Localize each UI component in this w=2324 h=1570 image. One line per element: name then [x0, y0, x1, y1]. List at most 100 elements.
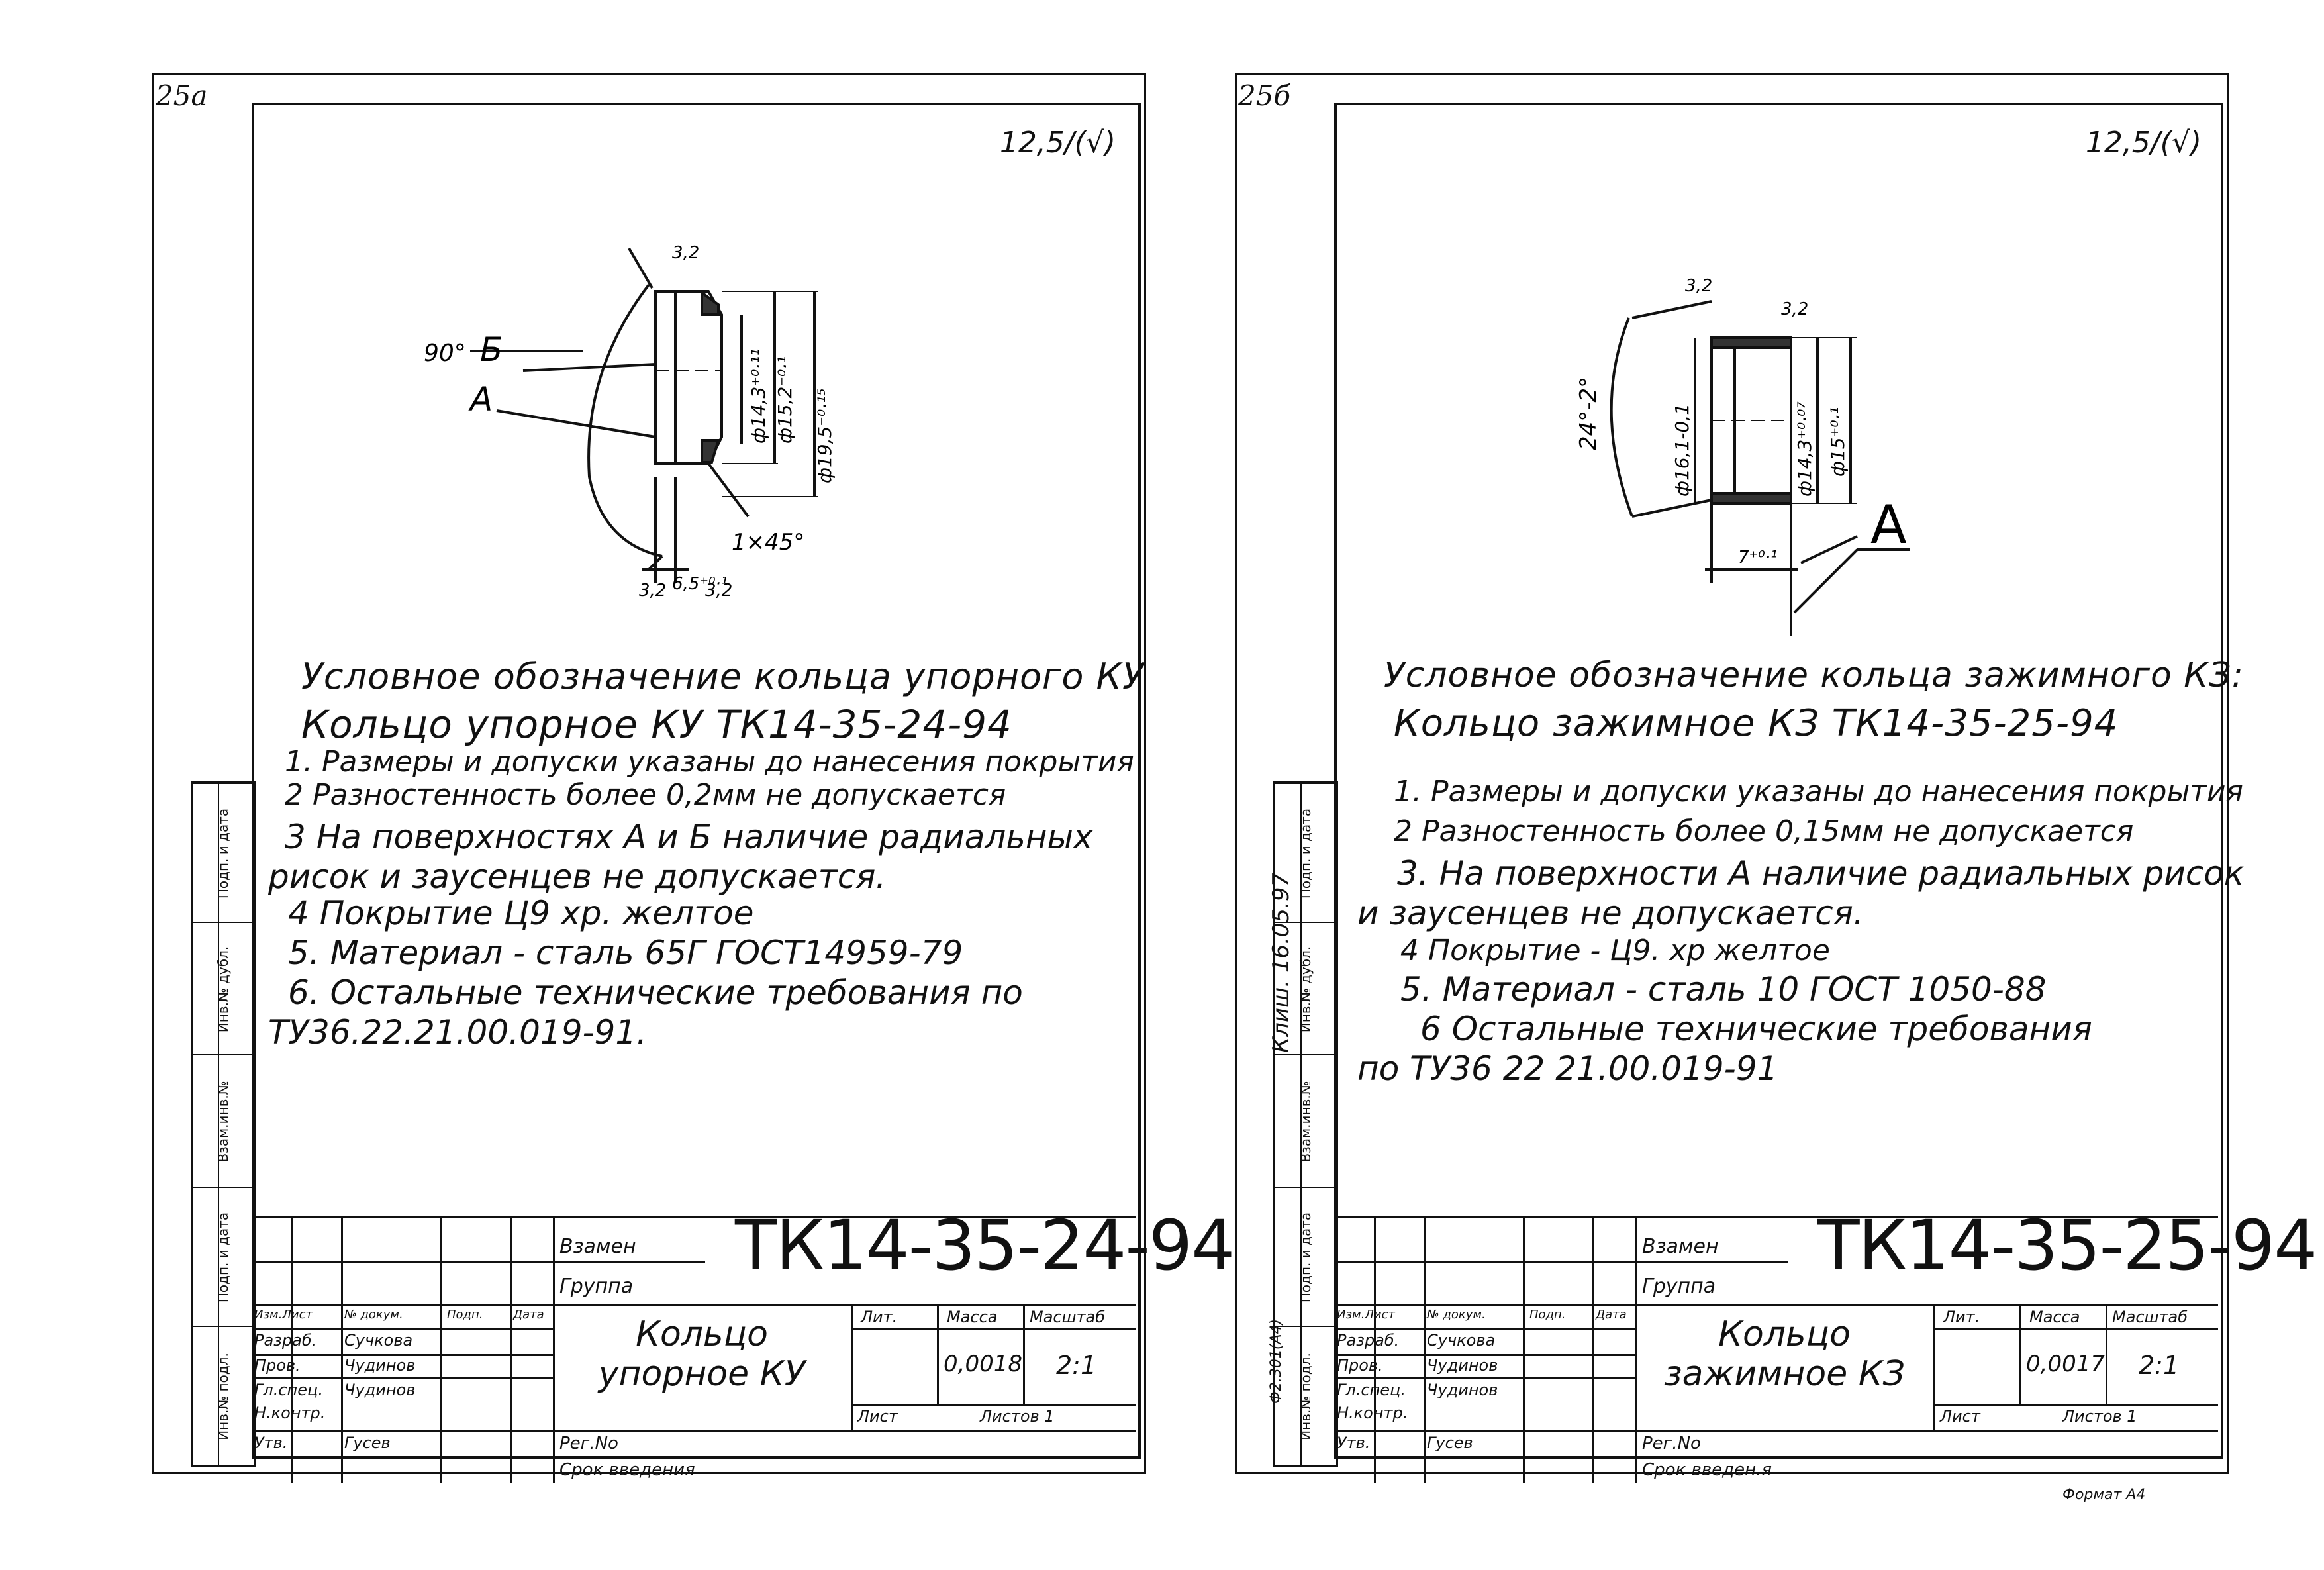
stamp-role-2: Разраб. — [1337, 1331, 1400, 1349]
part-name-line1: Кольцо — [636, 1314, 768, 1354]
stamp-col-sign: Подп. — [1529, 1308, 1566, 1322]
stamp-role-5: Н.контр. — [254, 1404, 326, 1422]
drawing-sheet-right: 25б 12,5/(√) 24°-2° 3,2 3,2 ф16,1-0 — [1235, 73, 2317, 1503]
side-strip: Подп. и дата Инв.№ дубл. Взам.инв.№ Подп… — [191, 781, 256, 1467]
roughness-top: 3,2 — [672, 243, 699, 263]
note-2: 2 Разностенность более 0,15мм не допуска… — [1394, 814, 2134, 848]
stamp-name-1: Сучкова — [1427, 1331, 1496, 1349]
stamp-listov-label: Листов 1 — [2062, 1407, 2137, 1426]
side-label-1: Подп. и дата — [1298, 808, 1314, 899]
note-4: 4 Покрытие Ц9 хр. желтое — [288, 894, 754, 932]
side-label-5: Инв.№ подл. — [1298, 1353, 1314, 1440]
note-6: 6 Остальные технические требования — [1420, 1010, 2092, 1048]
side-label-4: Подп. и дата — [1298, 1212, 1314, 1303]
diameter-outer-chamfer: ф16,1-0,1 — [1671, 403, 1693, 497]
note-6: 6. Остальные технические требования по — [288, 973, 1023, 1012]
designation: Кольцо зажимное КЗ ТК14-35-25-94 — [1394, 702, 2119, 745]
surface-a-label: А — [468, 380, 493, 418]
roughness-right: 3,2 — [1781, 299, 1808, 319]
roughness-bottom-left: 3,2 — [639, 581, 666, 601]
stamp-role-5: Н.контр. — [1337, 1404, 1408, 1422]
stamp-vzamen: Взамен — [1642, 1235, 1719, 1258]
stamp-role-2: Разраб. — [254, 1331, 317, 1349]
surface-a-label: А — [1870, 494, 1907, 556]
format-label: Формат А4 — [2062, 1487, 2146, 1503]
note-5: 5. Материал - сталь 65Г ГОСТ14959-79 — [288, 934, 963, 972]
stamp-col-date: Дата — [1596, 1308, 1627, 1322]
stamp-col-sign: Подп. — [447, 1308, 483, 1322]
stamp-role-4: Гл.спец. — [1337, 1381, 1406, 1399]
stamp-role-1: Изм.Лист — [1337, 1308, 1395, 1322]
note-2: 2 Разностенность более 0,2мм не допускае… — [285, 778, 1006, 812]
stamp-role-6: Утв. — [1337, 1434, 1371, 1452]
stamp-massa-value: 0,0018 — [944, 1351, 1022, 1377]
side-label-5: Инв.№ подл. — [215, 1353, 231, 1440]
width-dim: 6,5⁺⁰·¹ — [672, 574, 728, 594]
diameter-mid: ф15,2⁻⁰·¹ — [774, 356, 796, 444]
chamfer-dim: 1×45° — [732, 529, 804, 556]
sheet-outer-border — [1235, 73, 2229, 1474]
part-drawing-clamp-ring: 24°-2° 3,2 3,2 ф16,1-0,1 ф14,3⁺⁰·⁰⁷ ф15⁺… — [1575, 276, 1910, 636]
note-1: 1. Размеры и допуски указаны до нанесени… — [285, 745, 1134, 779]
stamp-role-1: Изм.Лист — [254, 1308, 313, 1322]
diameter-inner: ф14,3⁺⁰·⁰⁷ — [1794, 401, 1816, 497]
diameter-inner: ф14,3⁺⁰·¹¹ — [748, 348, 769, 444]
side-label-2: Инв.№ дубл. — [215, 946, 231, 1033]
page-number: 25а — [156, 79, 208, 112]
side-label-4: Подп. и дата — [215, 1212, 231, 1303]
stamp-vzamen: Взамен — [559, 1235, 636, 1258]
general-roughness-mark: 12,5/(√) — [999, 126, 1116, 160]
stamp-name-1: Сучкова — [344, 1331, 413, 1349]
width-dim: 7⁺⁰·¹ — [1738, 548, 1777, 567]
general-roughness-mark: 12,5/(√) — [2085, 126, 2202, 160]
side-label-3: Взам.инв.№ — [215, 1081, 231, 1163]
stamp-role-3: Пров. — [254, 1356, 301, 1375]
stamp-name-2: Чудинов — [344, 1356, 416, 1375]
stamp-list-label: Лист — [1940, 1407, 1980, 1426]
designation-title: Условное обозначение кольца упорного КУ — [301, 656, 1145, 697]
stamp-role-4: Гл.спец. — [254, 1381, 323, 1399]
stamp-name-3: Чудинов — [344, 1381, 416, 1399]
drawing-sheet-left: 25а 12,5/(√) — [152, 73, 1235, 1483]
stamp-name-2: Чудинов — [1427, 1356, 1498, 1375]
roughness-left: 3,2 — [1685, 276, 1712, 296]
note-3-cont: рисок и заусенцев не допускается. — [268, 858, 887, 896]
stamp-massa-label: Масса — [947, 1308, 998, 1326]
note-6-cont: ТУ36.22.21.00.019-91. — [268, 1013, 648, 1052]
designation: Кольцо упорное КУ ТК14-35-24-94 — [301, 702, 1012, 747]
part-name-line2: упорное КУ — [598, 1354, 806, 1394]
stamp-scale-value: 2:1 — [2139, 1351, 2180, 1380]
title-block: Взамен Группа ТК14-35-25-94 Изм.Лист Раз… — [1334, 1205, 2317, 1503]
stamp-scale-value: 2:1 — [1056, 1351, 1097, 1380]
stamp-name-4: Гусев — [1427, 1434, 1473, 1452]
note-3: 3. На поверхности А наличие радиальных р… — [1397, 854, 2245, 893]
surface-b-label: Б — [480, 330, 503, 369]
stamp-scale-label: Масштаб — [2112, 1308, 2188, 1326]
stamp-reg-no: Рег.No — [559, 1434, 618, 1453]
angle-dim: 90° — [424, 340, 466, 367]
stamp-role-3: Пров. — [1337, 1356, 1383, 1375]
stamp-lit-label: Лит. — [1943, 1308, 1980, 1326]
side-label-3: Взам.инв.№ — [1298, 1081, 1314, 1163]
stamp-col-docnum: № докум. — [344, 1308, 403, 1322]
stamp-scale-label: Масштаб — [1030, 1308, 1106, 1326]
page-number: 25б — [1238, 79, 1291, 112]
sheet-outer-border — [152, 73, 1146, 1474]
side-strip: Подп. и дата Инв.№ дубл. Взам.инв.№ Подп… — [1273, 781, 1338, 1467]
note-4: 4 Покрытие - Ц9. хр желтое — [1400, 934, 1830, 967]
stamp-col-date: Дата — [513, 1308, 544, 1322]
stamp-gruppa: Группа — [1642, 1275, 1716, 1298]
stamp-lit-label: Лит. — [861, 1308, 898, 1326]
angle-dim: 24°-2° — [1575, 377, 1602, 450]
part-name-line1: Кольцо — [1718, 1314, 1851, 1354]
document-code: ТК14-35-25-94 — [1817, 1205, 2317, 1286]
document-code: ТК14-35-24-94 — [735, 1205, 1235, 1286]
stamp-date-intro: Срок введения — [559, 1460, 695, 1480]
stamp-list-label: Лист — [857, 1407, 898, 1426]
stamp-role-6: Утв. — [254, 1434, 288, 1452]
part-drawing-thrust-ring: 90° Б А 3,2 3,2 3,2 6,5⁺⁰·¹ 1×45° ф14,3⁺… — [424, 243, 836, 601]
title-block: Взамен Группа ТК14-35-24-94 Изм.Лист Раз… — [252, 1205, 1235, 1483]
stamp-massa-label: Масса — [2029, 1308, 2080, 1326]
designation-title: Условное обозначение кольца зажимного КЗ… — [1384, 656, 2245, 695]
note-1: 1. Размеры и допуски указаны до нанесени… — [1394, 775, 2243, 809]
